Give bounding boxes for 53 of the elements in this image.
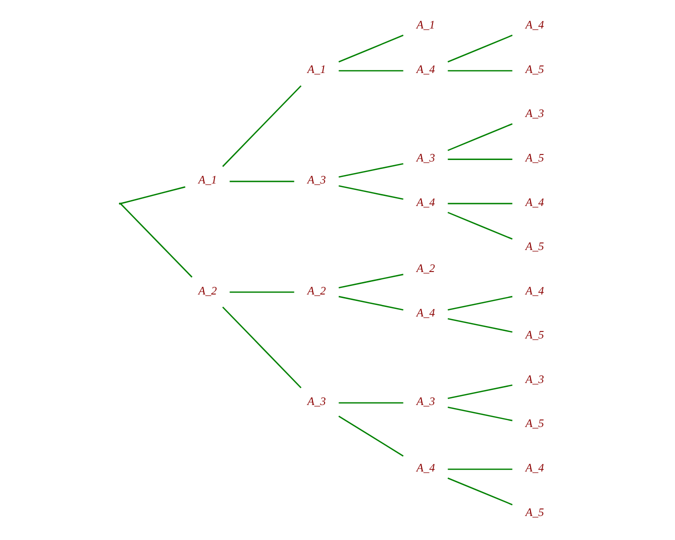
connector — [120, 186, 185, 204]
node-text: A_5 — [525, 64, 544, 76]
node-text: A_5 — [525, 241, 544, 254]
node-text: A_1 — [306, 64, 326, 76]
connector — [120, 203, 192, 278]
node-text: A_5 — [525, 330, 544, 342]
node-text: A_5 — [525, 418, 544, 430]
connector — [447, 296, 512, 310]
node-text: A_4 — [525, 196, 544, 209]
connector — [222, 85, 301, 167]
node-text: A_4 — [416, 307, 434, 320]
connector — [447, 406, 512, 422]
node-text: A_1 — [416, 20, 434, 32]
node-text: A_3 — [525, 374, 544, 386]
connector — [338, 185, 403, 200]
connector — [338, 34, 403, 62]
node-text: A_3 — [306, 174, 326, 187]
connector — [229, 291, 294, 293]
node-text: A_4 — [416, 462, 434, 474]
node-text: A_3 — [525, 108, 544, 120]
node-text: A_1 — [198, 174, 216, 187]
connector — [338, 296, 403, 310]
connector — [229, 180, 294, 182]
node-text: A_2 — [416, 263, 434, 276]
node-text: A_4 — [525, 462, 544, 474]
connector — [447, 478, 512, 506]
node-text: A_5 — [525, 506, 544, 519]
connector — [338, 416, 404, 457]
connector — [447, 123, 512, 152]
connector — [338, 402, 403, 404]
node-text: A_4 — [416, 196, 434, 209]
connector — [447, 384, 512, 400]
node-text: A_4 — [416, 64, 434, 76]
connector — [447, 318, 512, 333]
connector — [447, 70, 512, 72]
node-text: A_3 — [416, 152, 434, 165]
connector — [447, 468, 512, 470]
connector — [338, 163, 403, 178]
node-text: A_5 — [525, 152, 544, 165]
node-text: A_2 — [306, 285, 326, 298]
connector — [447, 34, 512, 62]
node-text: A_3 — [306, 396, 326, 408]
node-text: A_4 — [525, 20, 544, 32]
connector — [222, 306, 301, 388]
node-text: A_3 — [416, 396, 434, 408]
node-point — [118, 202, 120, 205]
connector — [447, 202, 512, 204]
node-text: A_2 — [198, 285, 216, 298]
connector — [338, 274, 403, 288]
connector — [447, 212, 512, 240]
node-text: A_4 — [525, 285, 544, 298]
connector — [447, 158, 512, 160]
connector — [338, 70, 403, 72]
